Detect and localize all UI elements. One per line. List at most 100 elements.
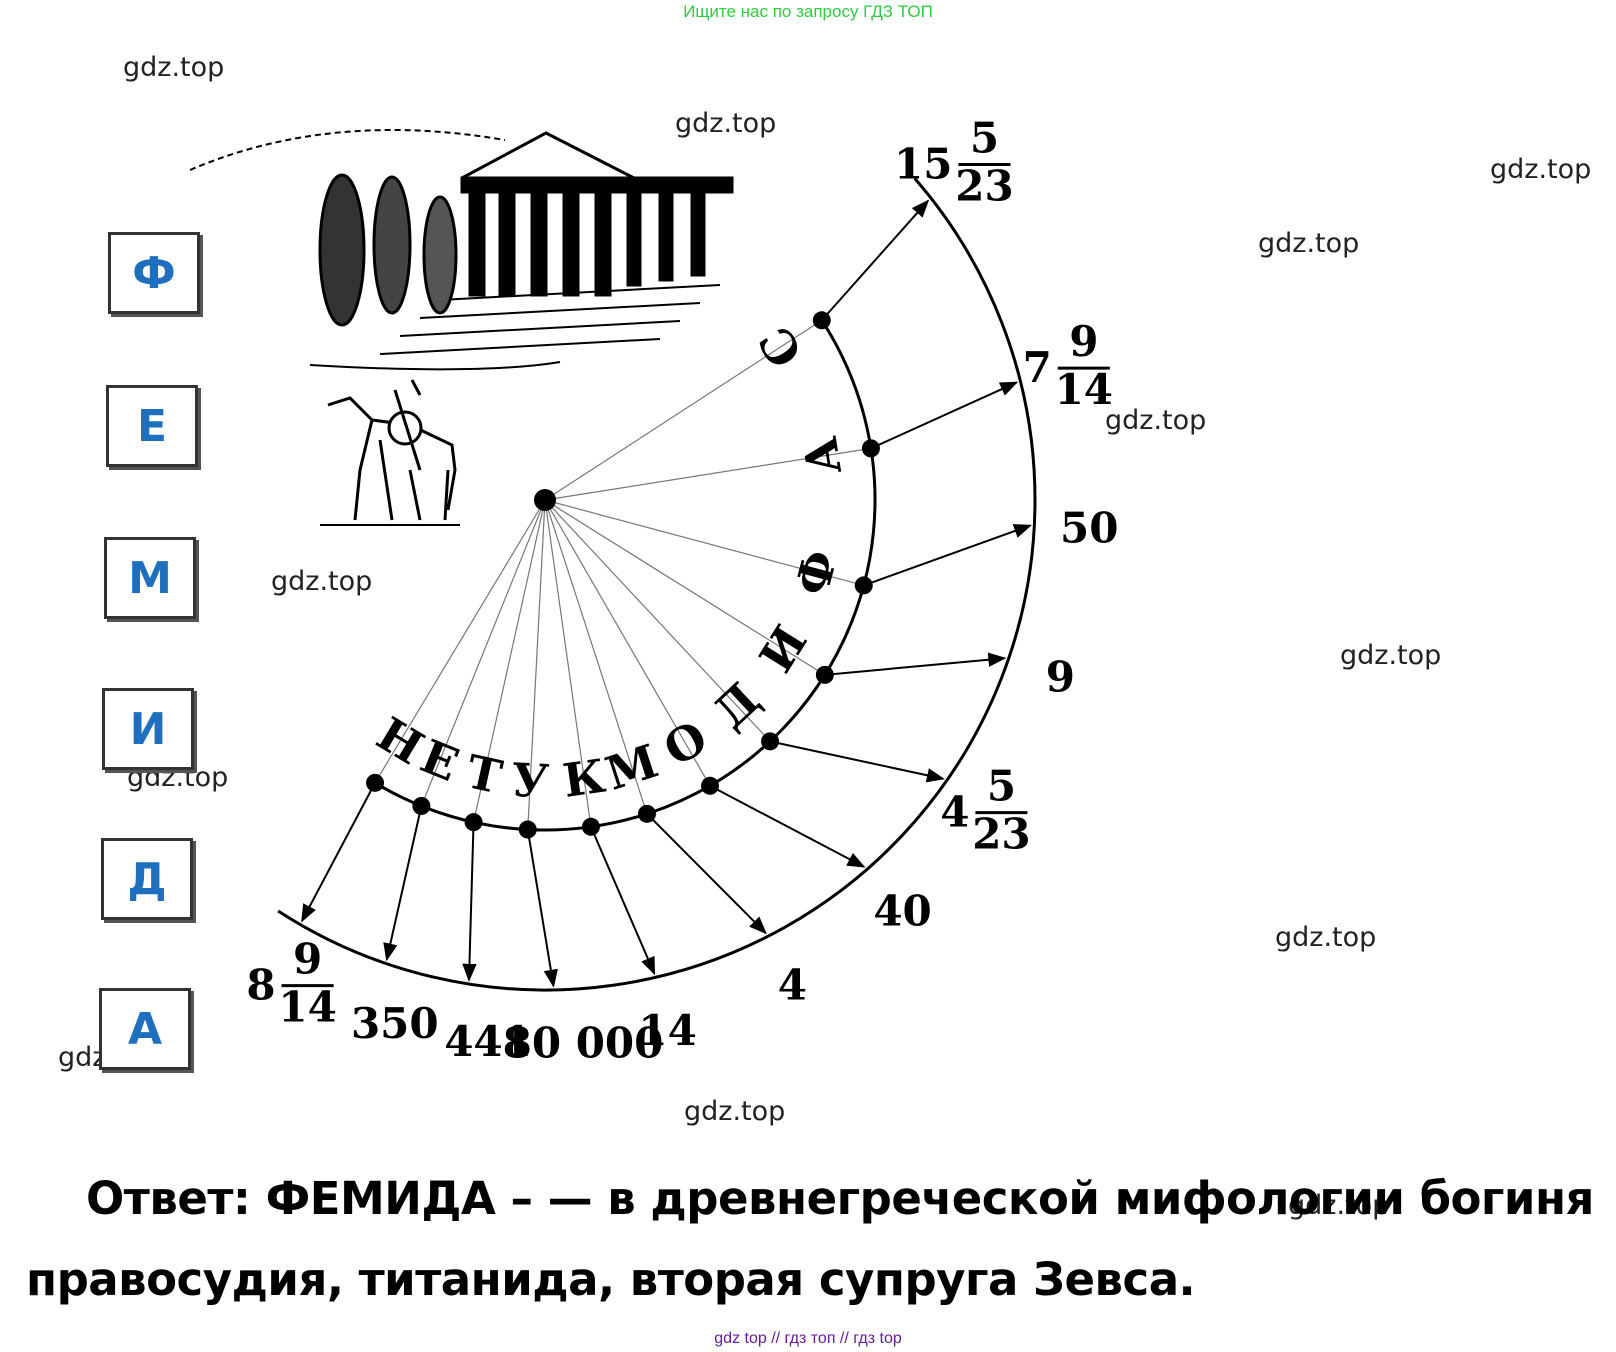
letter-box: И: [102, 688, 194, 770]
outer-label: 4: [778, 961, 807, 1010]
inner-letter: У: [510, 753, 550, 809]
label-denominator: 14: [278, 983, 336, 1032]
ray-arrow: [526, 829, 558, 988]
watermark: gdz.top: [1490, 154, 1592, 185]
letter-box: Д: [101, 838, 193, 920]
ray-arrow: [301, 782, 376, 923]
ray-line: [374, 499, 546, 784]
outer-label: 40: [873, 886, 931, 935]
inner-letter: М: [599, 734, 664, 801]
label-numerator: 9: [1069, 317, 1098, 366]
ray-arrow: [821, 199, 930, 321]
inner-letter: И: [749, 616, 818, 681]
label-whole: 7: [1023, 343, 1052, 392]
outer-label: 350: [351, 999, 439, 1048]
watermark: gdz.top: [1258, 228, 1360, 259]
label-whole: 4: [940, 788, 969, 837]
ray-arrow: [863, 524, 1033, 587]
label-whole: 8: [246, 961, 275, 1010]
label-value: 4: [778, 961, 807, 1010]
inner-letter: Д: [703, 672, 770, 739]
ray-arrow: [870, 381, 1019, 450]
inner-letter: К: [560, 749, 609, 808]
ray-line: [544, 319, 823, 501]
ray-arrow: [383, 805, 423, 962]
watermark: gdz.top: [1105, 405, 1207, 436]
ray-line: [544, 447, 872, 501]
label-value: 350: [351, 999, 439, 1048]
label-value: 80 000: [503, 1019, 664, 1068]
outer-label: 14: [638, 1006, 696, 1055]
label-denominator: 14: [1055, 365, 1113, 414]
inner-letter: О: [655, 710, 717, 777]
inner-dot: [464, 813, 483, 832]
label-value: 14: [638, 1006, 696, 1055]
outer-label: 441: [444, 1017, 532, 1066]
watermark: gdz.top: [684, 1096, 786, 1127]
label-numerator: 5: [987, 762, 1016, 811]
inner-dot: [701, 776, 719, 795]
horseman-illustration: [320, 379, 460, 526]
ray-line: [544, 499, 864, 586]
ray-line: [544, 499, 771, 742]
label-whole: 15: [894, 139, 952, 188]
label-value: 441: [444, 1017, 532, 1066]
inner-dots: [366, 311, 880, 839]
answer-line-2: правосудия, титанида, вторая супруга Зев…: [26, 1253, 1196, 1306]
watermark: gdz.top: [1340, 640, 1442, 671]
inner-dot: [366, 773, 385, 792]
inner-dot: [861, 439, 880, 458]
answer-line-1: Ответ: ФЕМИДА – — в древнегреческой мифо…: [86, 1172, 1594, 1225]
label-value: 40: [873, 886, 931, 935]
ray-arrow: [769, 740, 945, 783]
letter-box: Е: [106, 385, 198, 467]
watermark: gdz.top: [1275, 922, 1377, 953]
inner-dot: [518, 820, 537, 839]
label-numerator: 9: [293, 935, 322, 984]
ray-line: [420, 499, 546, 807]
top-banner: Ищите нас по запросу ГДЗ ТОП: [683, 2, 933, 21]
letter-box: М: [104, 537, 196, 619]
inner-dot: [812, 311, 831, 330]
letter-box: Ф: [108, 232, 200, 314]
outer-label: 9: [1046, 652, 1075, 701]
watermark: gdz.top: [123, 52, 225, 83]
inner-dot: [854, 576, 873, 595]
watermark: gdz.top: [1288, 1190, 1390, 1221]
inner-letter: А: [793, 433, 852, 479]
ray-line: [544, 499, 648, 815]
label-value: 50: [1060, 504, 1118, 553]
label-denominator: 23: [972, 810, 1030, 859]
inner-dot: [815, 665, 834, 684]
wheel-center: [534, 489, 556, 511]
label-value: 9: [1046, 652, 1075, 701]
outer-label: 80 000: [503, 1019, 664, 1068]
watermark: gdz.top: [271, 566, 373, 597]
ray-line: [472, 499, 546, 823]
rays: [301, 199, 1033, 988]
inner-letter: Т: [462, 744, 507, 804]
letter-box: А: [99, 988, 191, 1070]
temple-illustration: [189, 129, 734, 371]
outer-label: 50: [1060, 504, 1118, 553]
label-numerator: 5: [970, 113, 999, 162]
inner-letter: Ф: [785, 545, 848, 601]
ray-arrow: [590, 826, 656, 976]
ray-arrow: [646, 813, 767, 935]
inner-dot: [581, 817, 600, 836]
ray-arrow: [709, 784, 866, 868]
watermark: gdz.top: [675, 108, 777, 139]
ray-line: [544, 499, 592, 827]
ray-line: [544, 499, 826, 676]
outer-arc: [277, 177, 1037, 992]
inner-dot: [637, 804, 656, 823]
ray-arrow: [824, 652, 1007, 676]
footer-links: gdz top // гдз топ // гдз top: [714, 1330, 902, 1347]
ray-line: [527, 499, 546, 830]
